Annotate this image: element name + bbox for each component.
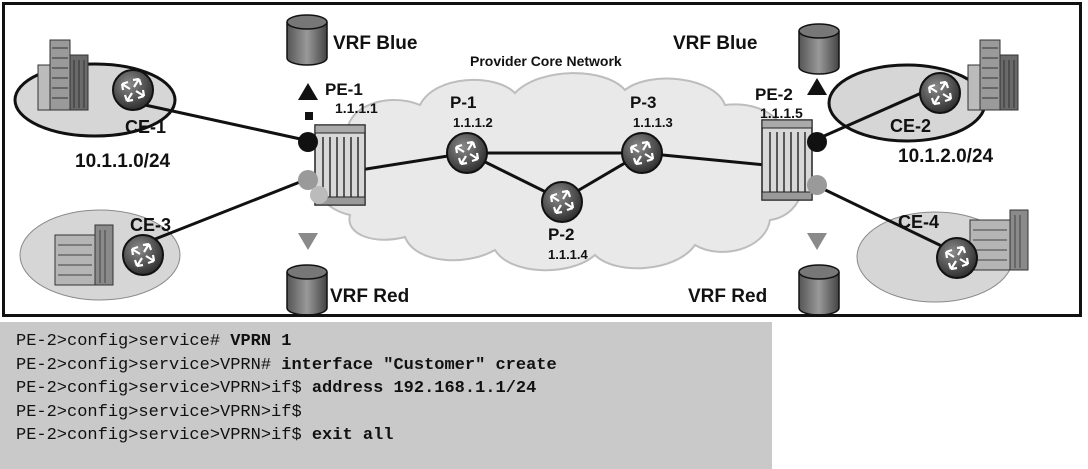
- cli-command: VPRN 1: [230, 332, 292, 351]
- arrow-up-icon: [298, 83, 318, 100]
- vrf-blue-label-right: VRF Blue: [673, 33, 757, 54]
- p3-name: P-3: [630, 93, 656, 112]
- ce4-name: CE-4: [898, 212, 939, 232]
- vrf-blue-database-icon: [798, 23, 840, 75]
- vrf-blue-database-icon: [286, 14, 328, 66]
- vrf-blue-label-left: VRF Blue: [333, 33, 417, 54]
- ce3-name: CE-3: [130, 215, 171, 235]
- vrf-red-port-pe1b: [310, 186, 328, 204]
- ce1-subnet: 10.1.1.0/24: [75, 151, 171, 172]
- cli-prompt: PE-2>config>service>VPRN>if$: [16, 426, 312, 445]
- cli-output-panel: PE-2>config>service# VPRN 1 PE-2>config>…: [0, 322, 772, 469]
- cli-command: address 192.168.1.1/24: [311, 379, 537, 398]
- cli-prompt: PE-2>config>service>VPRN>if$: [16, 379, 312, 398]
- ce1-name: CE-1: [125, 117, 166, 137]
- vrf-blue-port-pe1: [298, 132, 318, 152]
- cli-command: interface "Customer" create: [281, 355, 557, 375]
- cli-prompt: PE-2>config>service#: [16, 332, 231, 351]
- p3-ip: 1.1.1.3: [633, 115, 673, 130]
- ce2-name: CE-2: [890, 116, 931, 136]
- vrf-red-port-pe2: [807, 175, 827, 195]
- cli-line: PE-2>config>service# VPRN 1: [16, 330, 772, 354]
- building-icon: [37, 39, 89, 111]
- vrf-red-database-icon: [286, 264, 328, 314]
- vrf-red-label-right: VRF Red: [688, 286, 767, 307]
- vrf-red-label-left: VRF Red: [330, 286, 409, 307]
- router-p3-icon: [620, 131, 664, 175]
- router-ce3-icon: [121, 233, 165, 277]
- building-icon: [967, 39, 1019, 111]
- pe2-device: [761, 119, 813, 201]
- arrow-up-icon: [807, 78, 827, 95]
- router-p1-icon: [445, 131, 489, 175]
- p1-name: P-1: [450, 93, 476, 112]
- cli-line: PE-2>config>service>VPRN>if$ address 192…: [16, 377, 772, 401]
- cli-prompt: PE-2>config>service>VPRN>if$: [16, 402, 302, 422]
- router-ce4-icon: [935, 236, 979, 280]
- network-diagram: VRF Blue VRF Blue VRF Red VRF Red Provid…: [2, 2, 1082, 317]
- pe1-ip: 1.1.1.1: [335, 100, 378, 116]
- router-ce1-icon: [111, 68, 155, 112]
- cli-command: exit all: [311, 426, 394, 445]
- pe2-ip: 1.1.1.5: [760, 105, 803, 121]
- arrow-down-icon: [298, 233, 318, 250]
- cli-prompt: PE-2>config>service>VPRN#: [16, 355, 282, 375]
- p1-ip: 1.1.1.2: [453, 115, 493, 130]
- cli-line: PE-2>config>service>VPRN>if$: [16, 401, 772, 425]
- building-icon: [969, 209, 1029, 271]
- p2-name: P-2: [548, 225, 574, 244]
- vrf-red-database-icon: [798, 264, 840, 314]
- vrf-blue-port-pe2: [807, 132, 827, 152]
- pe1-name: PE-1: [325, 80, 363, 99]
- vrf-red-port-pe1: [298, 170, 318, 190]
- router-p2-icon: [540, 180, 584, 224]
- arrow-down-icon: [807, 233, 827, 250]
- pe2-name: PE-2: [755, 85, 793, 104]
- p2-ip: 1.1.1.4: [548, 247, 589, 262]
- cloud-label: Provider Core Network: [470, 53, 622, 69]
- ce2-subnet: 10.1.2.0/24: [898, 146, 994, 167]
- router-ce2-icon: [918, 71, 962, 115]
- cli-line: PE-2>config>service>VPRN>if$ exit all: [16, 424, 772, 448]
- cli-line: PE-2>config>service>VPRN# interface "Cus…: [16, 354, 772, 378]
